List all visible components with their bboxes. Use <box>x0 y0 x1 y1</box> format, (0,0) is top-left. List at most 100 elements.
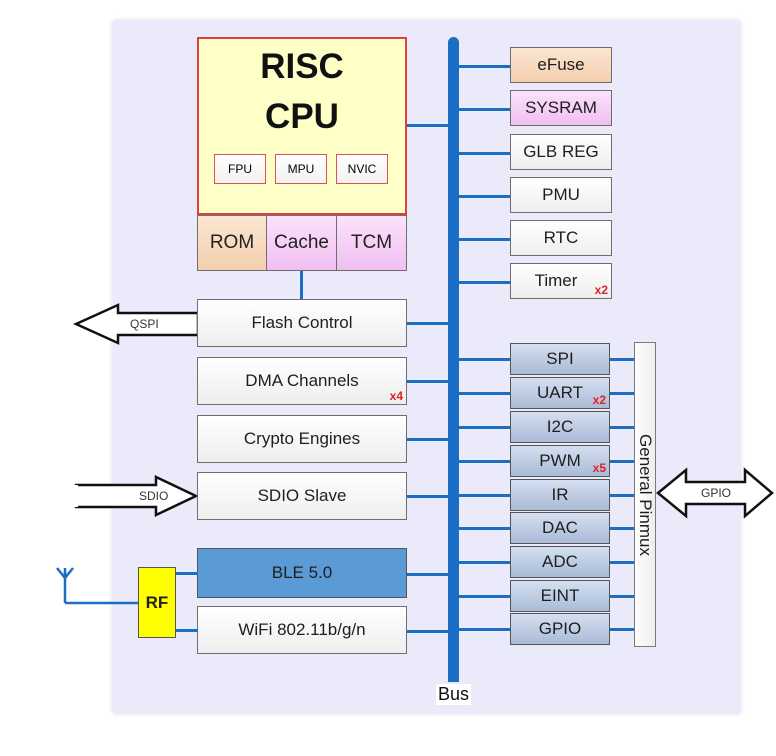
pinmux-link <box>610 358 635 361</box>
bus-link <box>456 527 511 530</box>
block-label: Timer <box>534 271 578 290</box>
bus-link <box>456 65 511 68</box>
block-label: Crypto Engines <box>243 429 361 448</box>
block-label: RTC <box>543 228 579 247</box>
rtc-block: RTC <box>510 220 612 256</box>
bus-link <box>456 494 511 497</box>
mpu-block: MPU <box>275 154 327 184</box>
bus-link <box>456 595 511 598</box>
timer-block: Timer x2 <box>510 263 612 299</box>
cpu-title-line1: RISC <box>260 47 344 86</box>
pinmux-link <box>610 426 635 429</box>
pinmux-link <box>610 527 635 530</box>
cache-block: Cache <box>266 215 337 271</box>
block-label: ADC <box>542 552 578 571</box>
cpu-title-line2: CPU <box>265 97 339 136</box>
block-label: I2C <box>546 417 574 436</box>
block-label: GPIO <box>538 619 582 638</box>
tcm-block: TCM <box>336 215 407 271</box>
block-label: PMU <box>542 185 580 204</box>
sdio-label: SDIO <box>139 489 169 503</box>
pinmux-link <box>610 460 635 463</box>
bus-link <box>407 380 451 383</box>
rf-wifi-link <box>176 629 198 632</box>
bus-link <box>456 152 511 155</box>
block-label: PWM <box>539 451 581 470</box>
fpu-block: FPU <box>214 154 266 184</box>
multiplier-badge: x5 <box>592 461 606 475</box>
multiplier-badge: x2 <box>594 283 608 297</box>
adc-block: ADC <box>510 546 610 578</box>
flash-control-block: Flash Control <box>197 299 407 347</box>
block-label: eFuse <box>537 55 585 74</box>
bus-link <box>456 426 511 429</box>
sdio-arrow <box>74 475 199 517</box>
qspi-label: QSPI <box>130 317 159 331</box>
eint-block: EINT <box>510 580 610 612</box>
block-label: WiFi 802.11b/g/n <box>238 620 366 639</box>
block-label: EINT <box>540 586 580 605</box>
multiplier-badge: x4 <box>389 389 403 403</box>
cpu-bus-link <box>407 124 451 127</box>
qspi-arrow <box>72 303 200 345</box>
bus-link <box>407 573 451 576</box>
block-label: SYSRAM <box>525 98 597 117</box>
spi-block: SPI <box>510 343 610 375</box>
risc-cpu-block: RISC CPU <box>197 37 407 215</box>
nvic-block: NVIC <box>336 154 388 184</box>
pinmux-label: General Pinmux <box>636 433 655 556</box>
block-label: DMA Channels <box>245 371 359 390</box>
efuse-block: eFuse <box>510 47 612 83</box>
rf-ble-link <box>176 572 198 575</box>
bus-link <box>456 392 511 395</box>
sdio-slave-block: SDIO Slave <box>197 472 407 520</box>
pmu-block: PMU <box>510 177 612 213</box>
gpio-label: GPIO <box>701 486 732 500</box>
general-pinmux: General Pinmux <box>634 342 656 647</box>
block-label: SDIO Slave <box>257 486 347 505</box>
multiplier-badge: x2 <box>592 393 606 407</box>
bus-link <box>456 238 511 241</box>
block-label: GLB REG <box>523 142 599 161</box>
pinmux-link <box>610 595 635 598</box>
crypto-engines-block: Crypto Engines <box>197 415 407 463</box>
gpio-block: GPIO <box>510 613 610 645</box>
bus-link <box>456 628 511 631</box>
block-label: DAC <box>542 518 578 537</box>
block-label: IR <box>551 485 569 504</box>
bus-link <box>407 630 451 633</box>
bus-link <box>456 108 511 111</box>
i2c-block: I2C <box>510 411 610 443</box>
bus-link <box>456 281 511 284</box>
block-label: SPI <box>546 349 574 368</box>
rom-block: ROM <box>197 215 267 271</box>
rf-block: RF <box>138 567 176 638</box>
glb-reg-block: GLB REG <box>510 134 612 170</box>
dac-block: DAC <box>510 512 610 544</box>
wifi-block: WiFi 802.11b/g/n <box>197 606 407 654</box>
pinmux-link <box>610 628 635 631</box>
block-label: BLE 5.0 <box>271 563 333 582</box>
system-bus <box>448 37 459 682</box>
antenna-icon <box>56 567 138 605</box>
bus-link <box>407 438 451 441</box>
block-label: Flash Control <box>251 313 353 332</box>
ble-block: BLE 5.0 <box>197 548 407 598</box>
gpio-arrow <box>656 467 774 519</box>
pinmux-link <box>610 494 635 497</box>
pinmux-link <box>610 392 635 395</box>
bus-link <box>407 495 451 498</box>
bus-link <box>456 358 511 361</box>
bus-link <box>407 322 451 325</box>
bus-link <box>456 460 511 463</box>
ir-block: IR <box>510 479 610 511</box>
cache-flash-link <box>300 271 303 299</box>
pwm-block: PWM x5 <box>510 445 610 477</box>
sysram-block: SYSRAM <box>510 90 612 126</box>
bus-label: Bus <box>436 684 472 705</box>
bus-link <box>456 195 511 198</box>
pinmux-link <box>610 561 635 564</box>
dma-channels-block: DMA Channels x4 <box>197 357 407 405</box>
